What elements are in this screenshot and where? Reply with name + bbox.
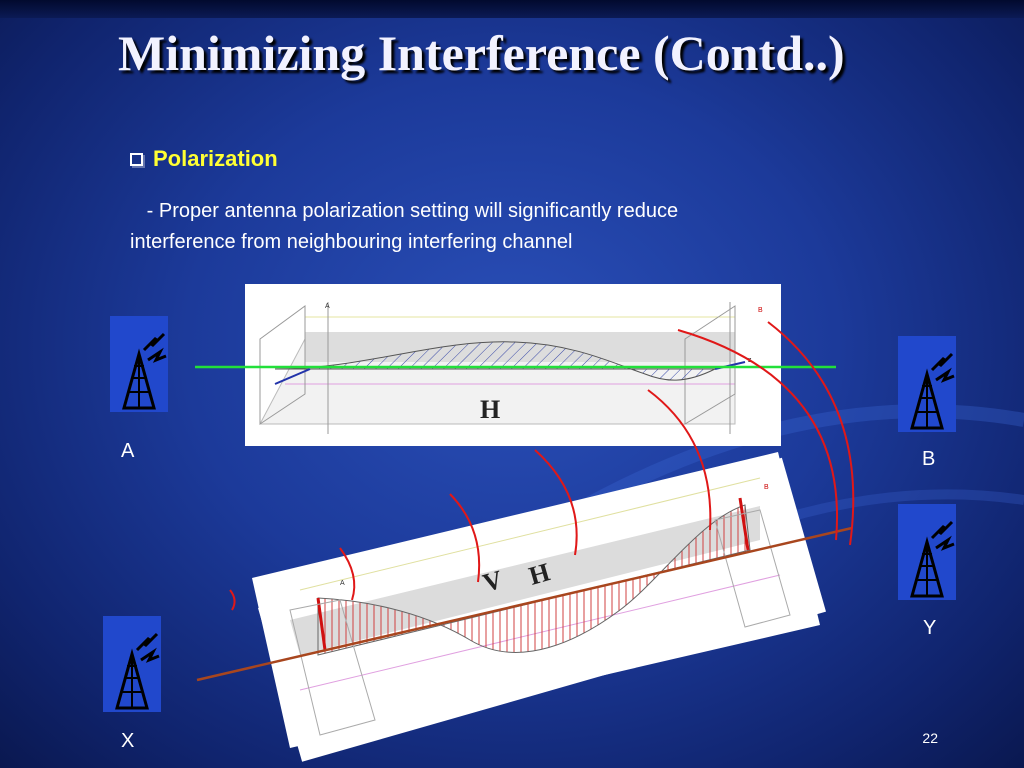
horizontal-polarization-panel: A B z H	[245, 284, 781, 446]
bullet-polarization: Polarization	[130, 146, 278, 172]
square-bullet-icon	[130, 152, 143, 166]
page-title: Minimizing Interference (Contd..)	[118, 25, 845, 81]
antenna-label-x: X	[121, 730, 135, 752]
brown-link-line	[196, 526, 853, 682]
body-line-1: - Proper antenna polarization setting wi…	[130, 200, 679, 222]
tower-x-icon	[101, 614, 163, 714]
tower-y-icon	[896, 502, 958, 602]
body-line-2: interference from neighbouring interferi…	[130, 231, 573, 253]
svg-text:B: B	[764, 484, 769, 491]
svg-text:A: A	[340, 580, 345, 587]
antenna-label-y: Y	[923, 617, 937, 639]
top-band	[0, 0, 1024, 18]
antenna-label-a: A	[121, 440, 135, 462]
antenna-label-b: B	[922, 448, 936, 470]
body-text: - Proper antenna polarization setting wi…	[130, 196, 850, 258]
tower-b-icon	[896, 334, 958, 434]
tower-a-icon	[108, 314, 170, 414]
interference-arcs	[229, 321, 855, 611]
axis-label-a: A	[325, 303, 330, 310]
axis-label-b: B	[758, 307, 763, 314]
bullet-text: Polarization	[153, 146, 278, 171]
page-number: 22	[922, 730, 938, 746]
top-h-label: H	[480, 395, 500, 424]
